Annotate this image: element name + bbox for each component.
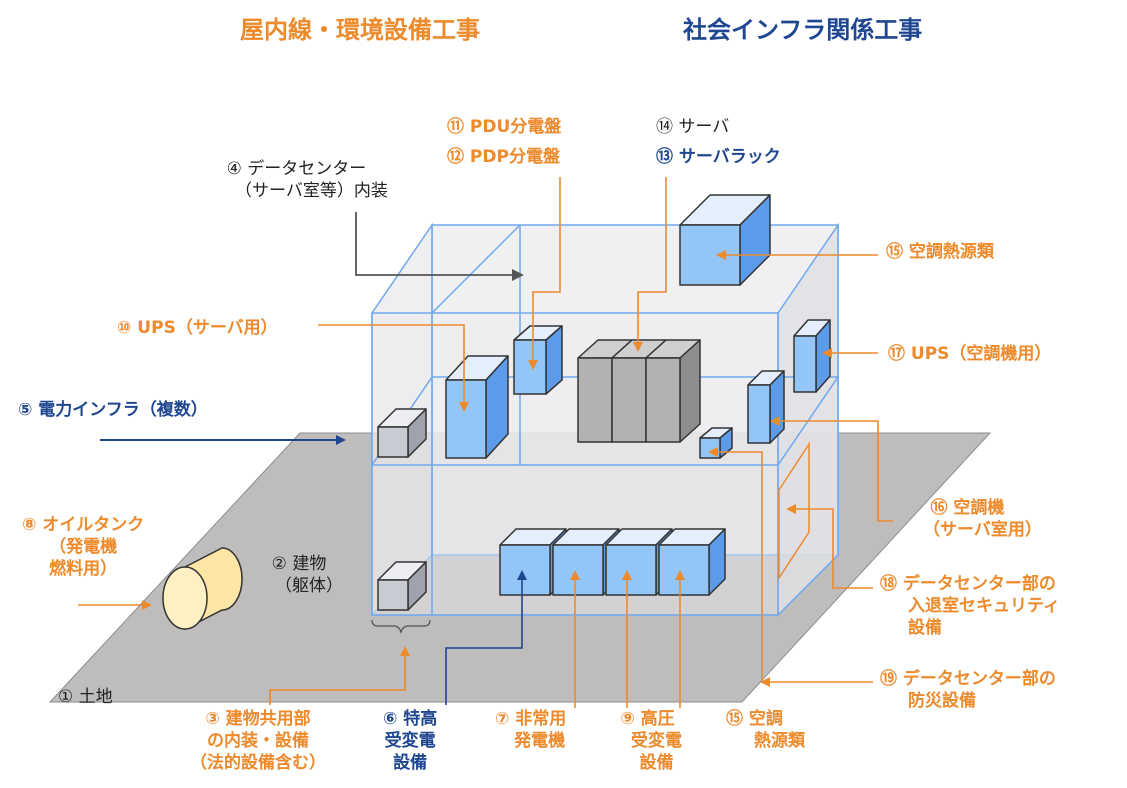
- arrow-datacenter: [355, 212, 524, 281]
- datacenter-wall-top: [431, 224, 521, 314]
- label-hvac-heat-source-bottom: ⑮ 空調 熱源類: [726, 709, 805, 752]
- label-hvac-unit: ⑯ 空調機 （サーバ室用）: [923, 498, 1042, 541]
- label-land: ① 土地: [58, 687, 113, 707]
- label-high-voltage-substation: ⑨ 高圧 受変電 設備: [620, 709, 682, 774]
- label-hvac-heat-source-top: ⑮ 空調熱源類: [886, 242, 994, 262]
- security-door: [778, 441, 810, 581]
- arrow-pdu: [528, 177, 561, 370]
- header-left-title: 屋内線・環境設備工事: [240, 16, 480, 44]
- arrow-ups-server: [318, 324, 469, 412]
- arrow-special-substation: [445, 570, 527, 705]
- server-rack-box-3: [645, 339, 701, 443]
- label-ups-server: ⑩ UPS（サーバ用）: [117, 318, 278, 338]
- building-common-box: [377, 561, 427, 611]
- label-pdp-panel: ⑫ PDP分電盤: [447, 147, 560, 167]
- arrow-server-rack: [633, 177, 667, 352]
- label-building: ② 建物 （躯体）: [271, 554, 343, 597]
- arrow-hvac-unit: [770, 416, 893, 522]
- header-right-title: 社会インフラ関係工事: [683, 16, 923, 44]
- label-server: ⑭ サーバ: [656, 117, 730, 137]
- label-oil-tank: ⑧ オイルタンク （発電機 燃料用）: [22, 515, 145, 580]
- arrow-small-device: [708, 447, 763, 680]
- label-security: ⑱ データセンター部の 入退室セキュリティ 設備: [880, 574, 1060, 639]
- oil-tank: [162, 547, 243, 631]
- label-power-infra: ⑤ 電力インフラ（複数）: [18, 400, 208, 420]
- label-ups-hvac: ⑰ UPS（空調機用）: [888, 344, 1052, 364]
- label-common-area: ③ 建物共用部 の内装・設備 （法的設備含む）: [190, 709, 326, 774]
- label-datacenter-interior: ④ データセンター （サーバ室等）内装: [226, 159, 388, 202]
- arrow-common: [269, 646, 410, 705]
- hvac-unit-box: [747, 370, 785, 444]
- label-pdu-panel: ⑪ PDU分電盤: [447, 117, 562, 137]
- ups-hvac-box: [793, 319, 831, 393]
- label-emergency-generator: ⑦ 非常用 発電機: [495, 709, 567, 752]
- floor-slab: [371, 376, 840, 466]
- floor1-small-box: [377, 408, 427, 458]
- arrow-security: [786, 504, 873, 589]
- label-server-rack: ⑬ サーバラック: [656, 147, 781, 167]
- server-room-hvac-heat-source-box: [679, 194, 771, 286]
- label-special-substation: ⑥ 特高 受変電 設備: [383, 709, 438, 774]
- label-fire-protection: ⑲ データセンター部の 防災設備: [880, 669, 1056, 712]
- brace: [371, 619, 431, 635]
- ups-server-box: [445, 355, 509, 459]
